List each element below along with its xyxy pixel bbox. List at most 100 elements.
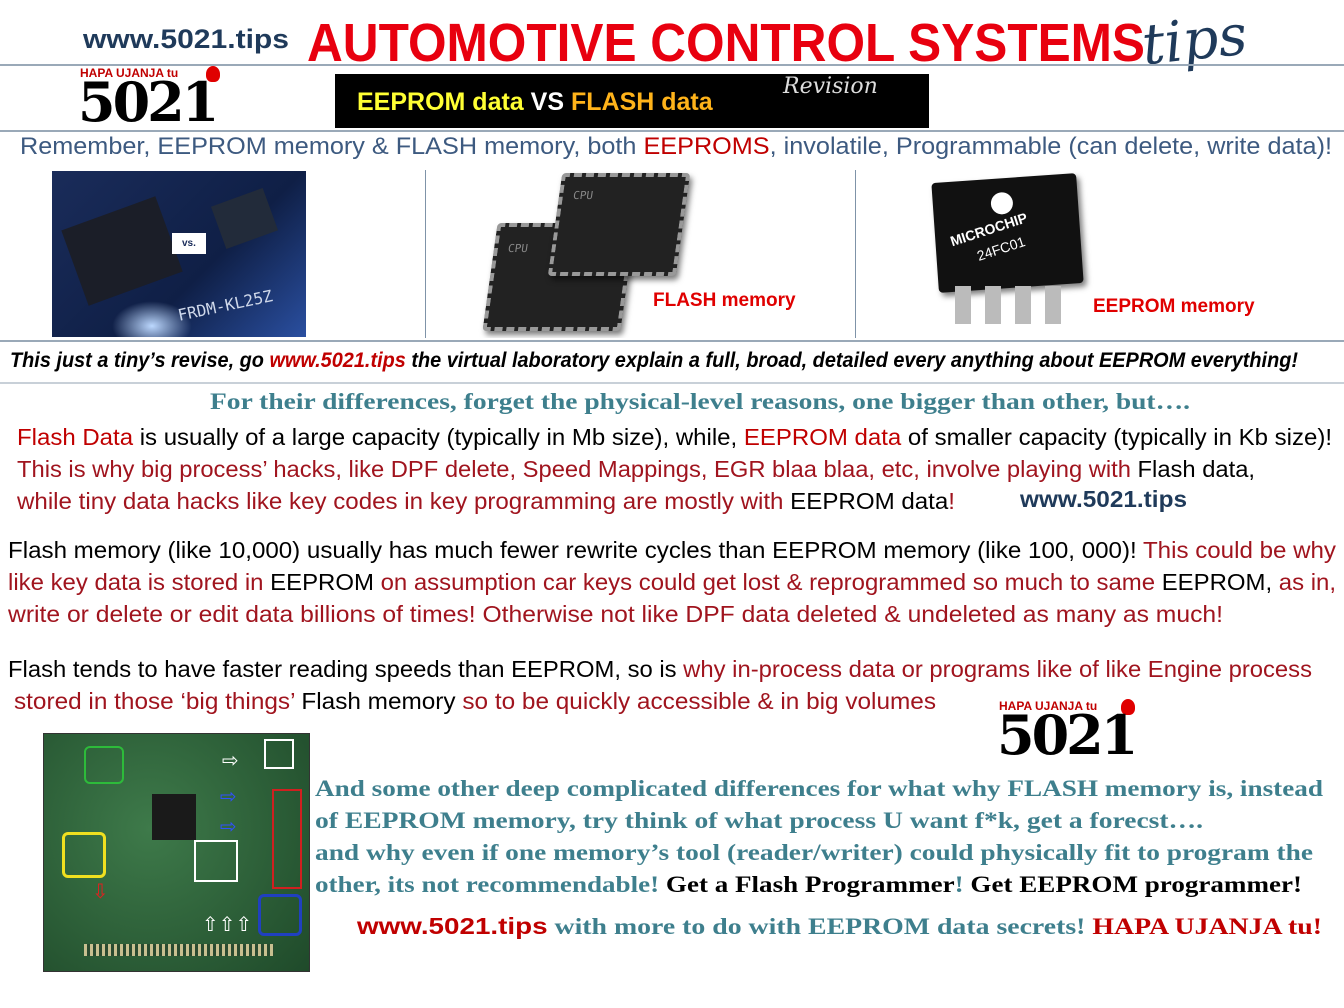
eeprom-chip-photo: MICROCHIP 24FC01 EEPROM memory	[925, 168, 1325, 338]
text-segment: !	[948, 488, 955, 514]
microchip-logo-icon	[990, 191, 1014, 216]
text-segment: And some other deep complicated differen…	[315, 776, 1323, 801]
text-segment: !	[954, 872, 971, 897]
site-url[interactable]: www.5021.tips	[357, 913, 548, 939]
text-segment: while tiny data hacks like key codes in …	[17, 488, 791, 514]
intro-line: Remember, EEPROM memory & FLASH memory, …	[20, 133, 1332, 161]
brand-logo: HAPA UJANJA tu 5021	[78, 66, 220, 134]
para3-line: stored in those ‘big things’ Flash memor…	[14, 688, 936, 715]
microchip-ic: MICROCHIP 24FC01	[931, 173, 1084, 293]
chip-pins	[955, 286, 1075, 324]
cpu-chip-text: CPU	[507, 242, 529, 255]
logo-tagline: HAPA UJANJA tu	[999, 699, 1098, 713]
page-title: AUTOMOTIVE CONTROL SYSTEMS	[307, 12, 1220, 74]
logo-dot	[1121, 699, 1135, 715]
divider	[0, 64, 1344, 66]
banner-eeprom: EEPROM data	[357, 88, 524, 116]
text-segment: EEPROM	[270, 569, 374, 595]
text-segment: the virtual laboratory explain a full, b…	[405, 349, 1100, 372]
text-segment: so to be quickly accessible & in big vol…	[455, 688, 936, 714]
text-segment: of smaller capacity (typically in Kb siz…	[901, 424, 1333, 450]
mcu-chip	[152, 794, 196, 840]
text-segment: This is why big process’ hacks, like DPF…	[17, 456, 1138, 482]
header-site-link[interactable]: www.5021.tips	[83, 24, 289, 55]
arrow-up-icon: ⇧⇧⇧	[202, 912, 253, 936]
text-segment: This just a tiny’s revise, go	[10, 349, 270, 372]
text-segment: why in-process data or programs like of …	[683, 656, 1312, 682]
mcu-chip	[61, 196, 183, 306]
text-segment: EEPROM	[1099, 349, 1186, 372]
banner-flash: FLASH data	[570, 88, 713, 116]
highlight-box	[194, 840, 238, 882]
text-segment: EEPROM,	[1161, 569, 1273, 595]
differences-heading: For their differences, forget the physic…	[210, 389, 1190, 415]
text-segment: everything!	[1185, 349, 1298, 372]
brand-logo: HAPA UJANJA tu 5021	[997, 699, 1139, 767]
logo-tagline: HAPA UJANJA tu	[80, 66, 179, 80]
revise-line: This just a tiny’s revise, go www.5021.t…	[10, 349, 1344, 373]
text-segment: write or delete or edit data billions of…	[8, 601, 1223, 627]
para4-line: other, its not recommendable! Get a Flas…	[315, 872, 1302, 898]
cpu-chip-text: CPU	[572, 189, 594, 202]
text-segment: Get a Flash Programmer	[665, 872, 955, 897]
light-glow	[112, 301, 192, 337]
para1-site-link[interactable]: www.5021.tips	[1020, 486, 1187, 513]
closing-line: www.5021.tips with more to do with EEPRO…	[357, 913, 1322, 940]
para1-line: while tiny data hacks like key codes in …	[17, 488, 955, 515]
text-segment: of EEPROM memory, try think of what proc…	[315, 808, 1203, 833]
logo-number: 5021	[997, 703, 1138, 767]
banner-note: Revision	[783, 74, 878, 99]
divider	[425, 170, 426, 338]
text-segment: stored in those ‘big things’	[14, 688, 302, 714]
text-segment: This could be why	[1142, 537, 1336, 563]
para4-line: of EEPROM memory, try think of what proc…	[315, 808, 1203, 834]
text-segment: Flash Data	[17, 424, 134, 450]
highlight-box	[84, 746, 124, 784]
arrow-down-icon: ⇩	[92, 879, 109, 903]
text-segment: Get EEPROM	[970, 872, 1138, 897]
para1-line: This is why big process’ hacks, like DPF…	[17, 456, 1255, 483]
eeprom-memory-label: EEPROM memory	[1093, 296, 1255, 317]
title-suffix-text: tips	[1138, 2, 1251, 79]
flash-memory-label: FLASH memory	[653, 290, 796, 311]
text-segment: EEPROM data	[790, 488, 949, 514]
arrow-right-icon: ⇨	[220, 814, 237, 838]
para3-line: Flash tends to have faster reading speed…	[8, 656, 1312, 683]
vs-label: vs.	[172, 233, 206, 254]
para2-line: write or delete or edit data billions of…	[8, 601, 1223, 628]
divider	[0, 382, 1344, 384]
site-url[interactable]: www.5021.tips	[1020, 486, 1187, 512]
divider	[0, 340, 1344, 342]
text-segment: Flash data,	[1137, 456, 1255, 482]
topic-banner: EEPROM data VS FLASH data Revision	[335, 74, 929, 128]
text-segment: other, its not recommendable!	[315, 872, 666, 897]
divider	[0, 130, 1344, 132]
text-segment: EEPROM data	[743, 424, 902, 450]
para1-line: Flash Data is usually of a large capacit…	[17, 424, 1332, 451]
highlight-box	[264, 739, 294, 769]
text-segment: as in,	[1272, 569, 1336, 595]
para2-line: like key data is stored in EEPROM on ass…	[8, 569, 1336, 596]
ecu-pcb-photo: ⇨ ⇨ ⇨ ⇩ ⇧⇧⇧	[43, 733, 310, 972]
para4-line: And some other deep complicated differen…	[315, 776, 1323, 802]
logo-number: 5021	[78, 70, 219, 134]
site-url[interactable]: www.5021.tips	[83, 24, 289, 54]
text-segment: on assumption car keys could get lost & …	[373, 569, 1162, 595]
text-segment: HAPA UJANJA tu!	[1092, 914, 1322, 939]
highlight-box	[62, 832, 106, 878]
banner-vs: VS	[530, 88, 565, 116]
title-text: AUTOMOTIVE CONTROL SYSTEMS	[307, 13, 1145, 73]
text-segment: programmer!	[1137, 872, 1302, 897]
title-suffix: tips	[1139, 3, 1250, 79]
divider	[855, 170, 856, 338]
text-segment: and why even if one memory’s tool (reade…	[315, 840, 1313, 865]
text-segment: Remember, EEPROM memory & FLASH memory, …	[20, 133, 644, 160]
site-url[interactable]: www.5021.tips	[269, 349, 406, 372]
text-segment: like key data is stored in	[8, 569, 271, 595]
arrow-right-icon: ⇨	[220, 784, 237, 808]
flash-chip-photo: CPU CPU FLASH memory	[470, 168, 850, 338]
text-segment: Flash memory (like 10,000) usually has m…	[8, 537, 1143, 563]
para2-line: Flash memory (like 10,000) usually has m…	[8, 537, 1336, 564]
board-photo: vs. FRDM-KL25Z	[52, 171, 306, 337]
connector-pins	[84, 944, 274, 956]
